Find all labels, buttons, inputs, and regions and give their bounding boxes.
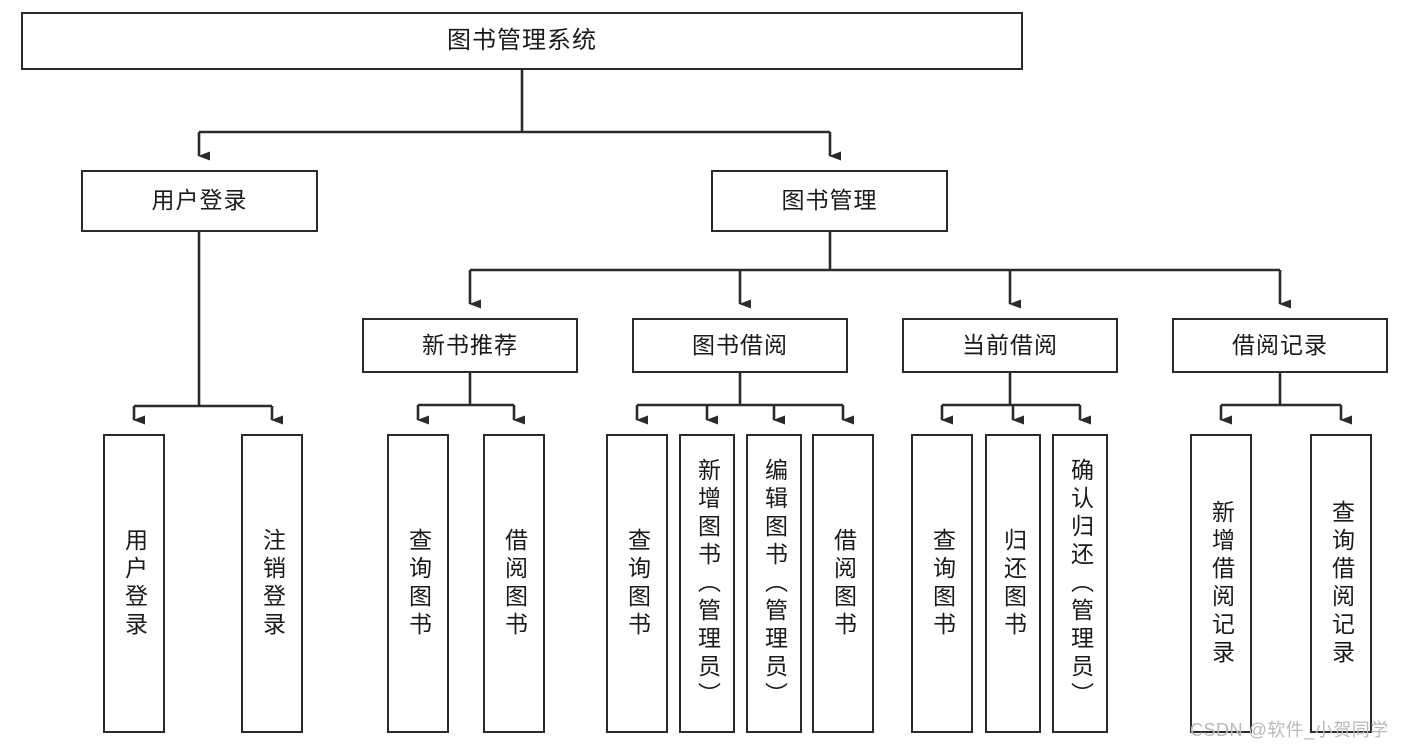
node-root-system[interactable]: 图书管理系统 <box>21 12 1023 70</box>
node-borrow-record[interactable]: 借阅记录 <box>1172 318 1388 373</box>
leaf-add-borrow-record-label: 新增借阅记录 <box>1208 499 1235 668</box>
leaf-borrow-book-recommend-label: 借阅图书 <box>501 527 528 640</box>
leaf-query-book-current[interactable]: 查询图书 <box>911 434 973 733</box>
node-user-login-label: 用户登录 <box>151 187 248 214</box>
leaf-add-book-admin[interactable]: 新增图书（管理员） <box>679 434 735 733</box>
leaf-borrow-book-recommend[interactable]: 借阅图书 <box>483 434 545 733</box>
leaf-query-book-current-label: 查询图书 <box>929 527 956 640</box>
leaf-confirm-return-admin[interactable]: 确认归还（管理员） <box>1052 434 1108 733</box>
leaf-edit-book-admin-label: 编辑图书（管理员） <box>761 457 788 710</box>
node-new-book-recommend-label: 新书推荐 <box>422 331 518 358</box>
leaf-logout-label: 注销登录 <box>259 527 286 640</box>
leaf-return-book-label: 归还图书 <box>1000 527 1027 640</box>
csdn-watermark: CSDN @软件_小贺同学 <box>1190 720 1389 740</box>
leaf-user-login[interactable]: 用户登录 <box>103 434 165 733</box>
node-new-book-recommend[interactable]: 新书推荐 <box>362 318 578 373</box>
leaf-query-book-recommend-label: 查询图书 <box>405 527 432 640</box>
leaf-query-book[interactable]: 查询图书 <box>606 434 668 733</box>
leaf-edit-book-admin[interactable]: 编辑图书（管理员） <box>746 434 802 733</box>
node-book-borrow[interactable]: 图书借阅 <box>632 318 848 373</box>
leaf-user-login-label: 用户登录 <box>121 527 148 640</box>
node-book-borrow-label: 图书借阅 <box>692 331 788 358</box>
node-root-label: 图书管理系统 <box>447 26 597 54</box>
leaf-borrow-book[interactable]: 借阅图书 <box>812 434 874 733</box>
node-book-management[interactable]: 图书管理 <box>711 170 948 232</box>
node-borrow-record-label: 借阅记录 <box>1232 331 1328 358</box>
node-user-login[interactable]: 用户登录 <box>81 170 318 232</box>
leaf-query-book-recommend[interactable]: 查询图书 <box>387 434 449 733</box>
leaf-add-book-admin-label: 新增图书（管理员） <box>694 457 721 710</box>
leaf-add-borrow-record[interactable]: 新增借阅记录 <box>1190 434 1252 733</box>
node-current-borrow-label: 当前借阅 <box>962 331 1058 358</box>
leaf-borrow-book-label: 借阅图书 <box>830 527 857 640</box>
node-current-borrow[interactable]: 当前借阅 <box>902 318 1118 373</box>
leaf-query-borrow-record[interactable]: 查询借阅记录 <box>1310 434 1372 733</box>
leaf-logout[interactable]: 注销登录 <box>241 434 303 733</box>
leaf-confirm-return-admin-label: 确认归还（管理员） <box>1067 457 1094 710</box>
leaf-return-book[interactable]: 归还图书 <box>985 434 1041 733</box>
leaf-query-book-label: 查询图书 <box>624 527 651 640</box>
leaf-query-borrow-record-label: 查询借阅记录 <box>1328 499 1355 668</box>
node-book-management-label: 图书管理 <box>781 187 878 214</box>
